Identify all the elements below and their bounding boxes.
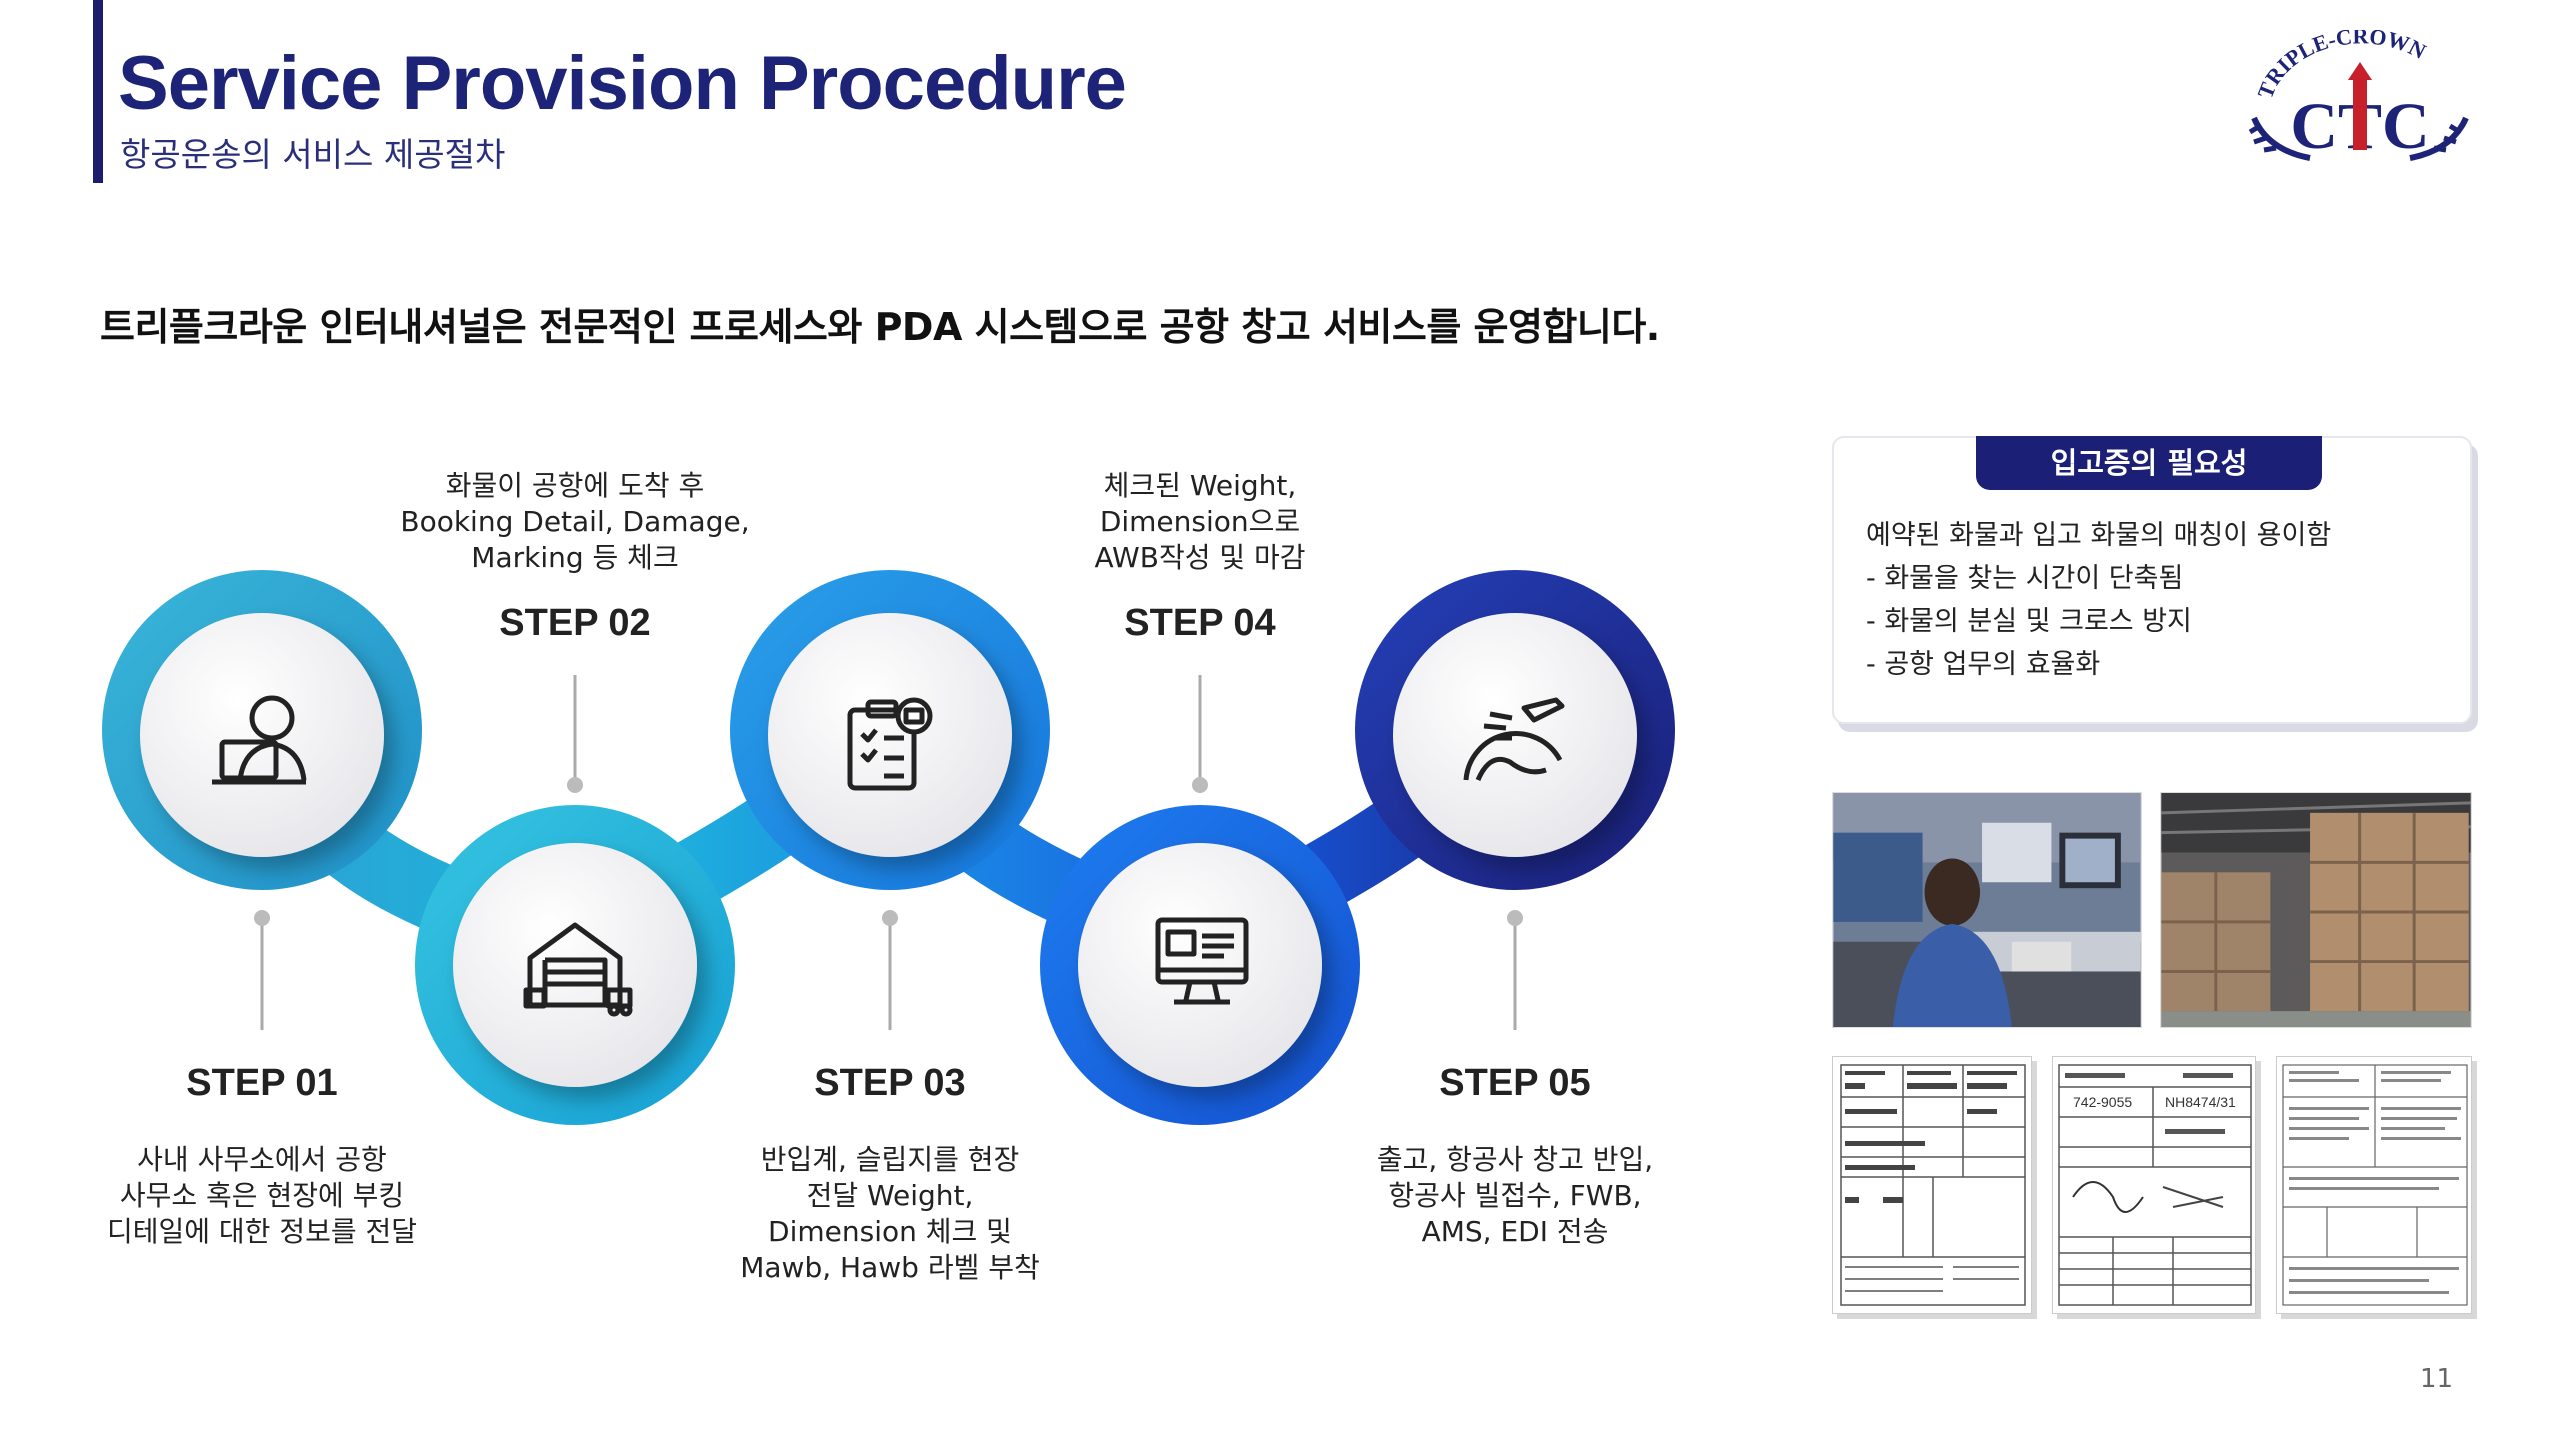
warehouse-cargo-photo — [2160, 792, 2472, 1028]
page-subtitle: 항공운송의 서비스 제공절차 — [120, 135, 506, 174]
cargo-document-1 — [1832, 1056, 2032, 1314]
warehouse-icon — [523, 922, 633, 1017]
flow-band — [227, 695, 1550, 995]
step-01-label: STEP 01 — [186, 1062, 338, 1104]
step-connector-lines — [260, 675, 1517, 1030]
info-card-lines: 예약된 화물과 입고 화물의 매칭이 용이함 - 화물을 찾는 시간이 단축됨 … — [1866, 514, 2331, 686]
step-03-label: STEP 03 — [814, 1062, 966, 1104]
step-05-label: STEP 05 — [1439, 1062, 1591, 1104]
step-05-desc: 출고, 항공사 창고 반입,항공사 빌접수, FWB,AMS, EDI 전송 — [1376, 1143, 1654, 1248]
page-title: Service Provision Procedure — [118, 41, 1127, 126]
title-accent-bar — [93, 0, 103, 183]
cargo-document-3 — [2276, 1056, 2472, 1314]
info-line: - 화물의 분실 및 크로스 방지 — [1866, 606, 2192, 637]
step-04-label: STEP 04 — [1124, 602, 1276, 644]
step-connector-dots — [254, 777, 1523, 926]
step-02-label: STEP 02 — [499, 602, 651, 644]
cargo-document-2: 742-9055 NH8474/31 — [2052, 1056, 2256, 1314]
person-laptop-icon — [212, 695, 307, 785]
info-line: - 공항 업무의 효율화 — [1866, 649, 2101, 680]
page-number: 11 — [2420, 1364, 2454, 1394]
office-worker-photo — [1832, 792, 2142, 1028]
step-disc-3 — [768, 613, 1012, 857]
clipboard-checklist-icon — [847, 697, 933, 791]
computer-monitor-icon — [1155, 917, 1249, 1005]
doc-flight-ref: NH8474/31 — [2165, 1094, 2236, 1110]
info-line: - 화물을 찾는 시간이 단축됨 — [1866, 563, 2184, 594]
doc-awb-number: 742-9055 — [2073, 1094, 2132, 1110]
step-disc-4 — [1078, 843, 1322, 1087]
triple-crown-logo: TRIPLE-CROWN CTC — [2248, 30, 2469, 163]
info-card-title: 입고증의 필요성 — [1976, 436, 2322, 490]
info-line: 예약된 화물과 입고 화물의 매칭이 용이함 — [1866, 520, 2332, 551]
step-disc-2 — [453, 843, 697, 1087]
step-flow-graphic — [102, 570, 1675, 1125]
headline: 트리플크라운 인터내셔널은 전문적인 프로세스와 PDA 시스템으로 공항 창고… — [100, 305, 1660, 349]
globe-plane-icon — [1463, 697, 1565, 782]
